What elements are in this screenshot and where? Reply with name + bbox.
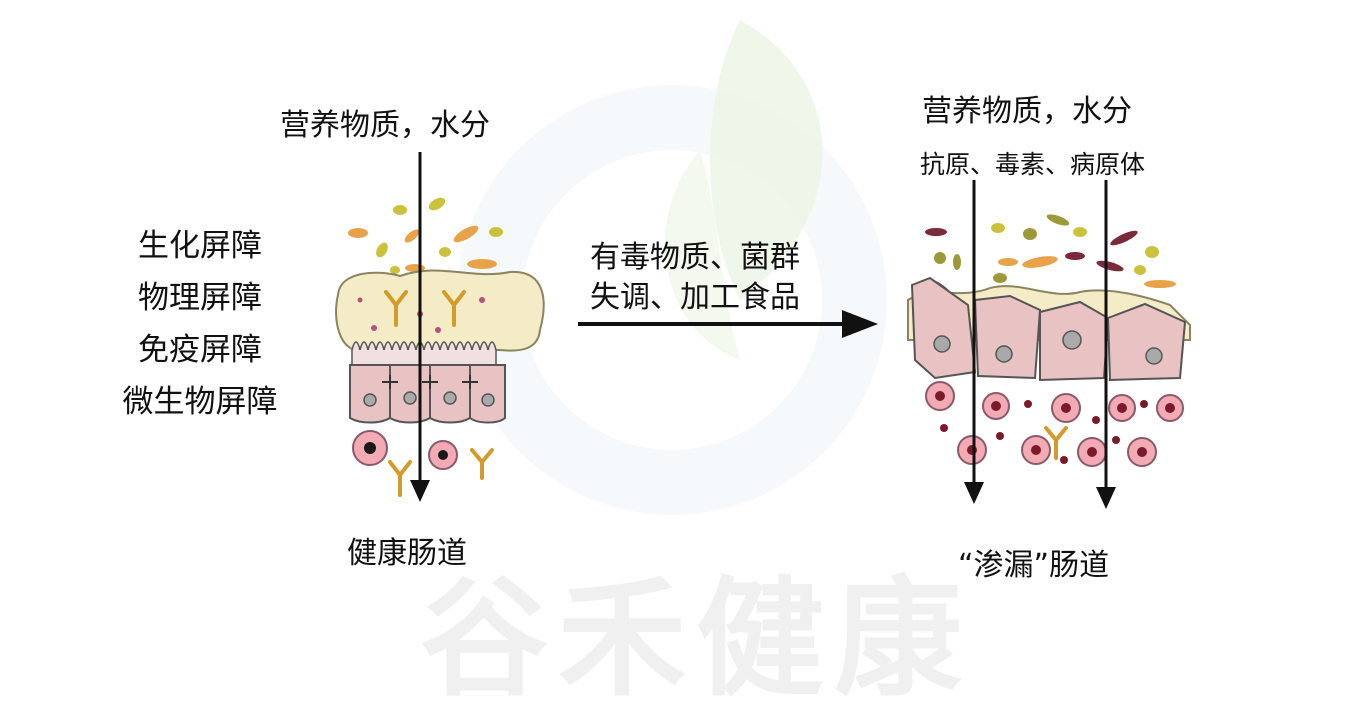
epithelial-cells-right bbox=[910, 276, 1187, 382]
cause-line-2: 失调、加工食品 bbox=[590, 280, 800, 315]
barrier-list: 生化屏障 物理屏障 免疫屏障 微生物屏障 bbox=[100, 220, 300, 428]
right-bottom-label: “渗漏”肠道 bbox=[958, 548, 1110, 583]
watermark-logo bbox=[665, 20, 823, 360]
left-flow-arrow-head bbox=[410, 480, 430, 502]
barrier-microbial: 微生物屏障 bbox=[122, 384, 278, 420]
barrier-biochemical: 生化屏障 bbox=[138, 228, 262, 264]
particles-right bbox=[925, 214, 1176, 297]
right-sub-label: 抗原、毒素、病原体 bbox=[920, 150, 1146, 179]
right-flow-arrow-1-head bbox=[964, 482, 984, 504]
healthy-gut-illustration bbox=[335, 152, 545, 502]
left-top-label: 营养物质，水分 bbox=[280, 108, 490, 143]
barrier-physical: 物理屏障 bbox=[138, 280, 262, 316]
transition-arrow bbox=[578, 310, 878, 338]
barrier-immune: 免疫屏障 bbox=[138, 332, 262, 368]
left-bottom-label: 健康肠道 bbox=[347, 536, 467, 571]
leaky-gut-illustration bbox=[907, 180, 1191, 509]
right-top-label: 营养物质，水分 bbox=[922, 94, 1132, 129]
right-flow-arrow-2-head bbox=[1096, 487, 1116, 509]
cause-line-1: 有毒物质、菌群 bbox=[590, 240, 800, 275]
